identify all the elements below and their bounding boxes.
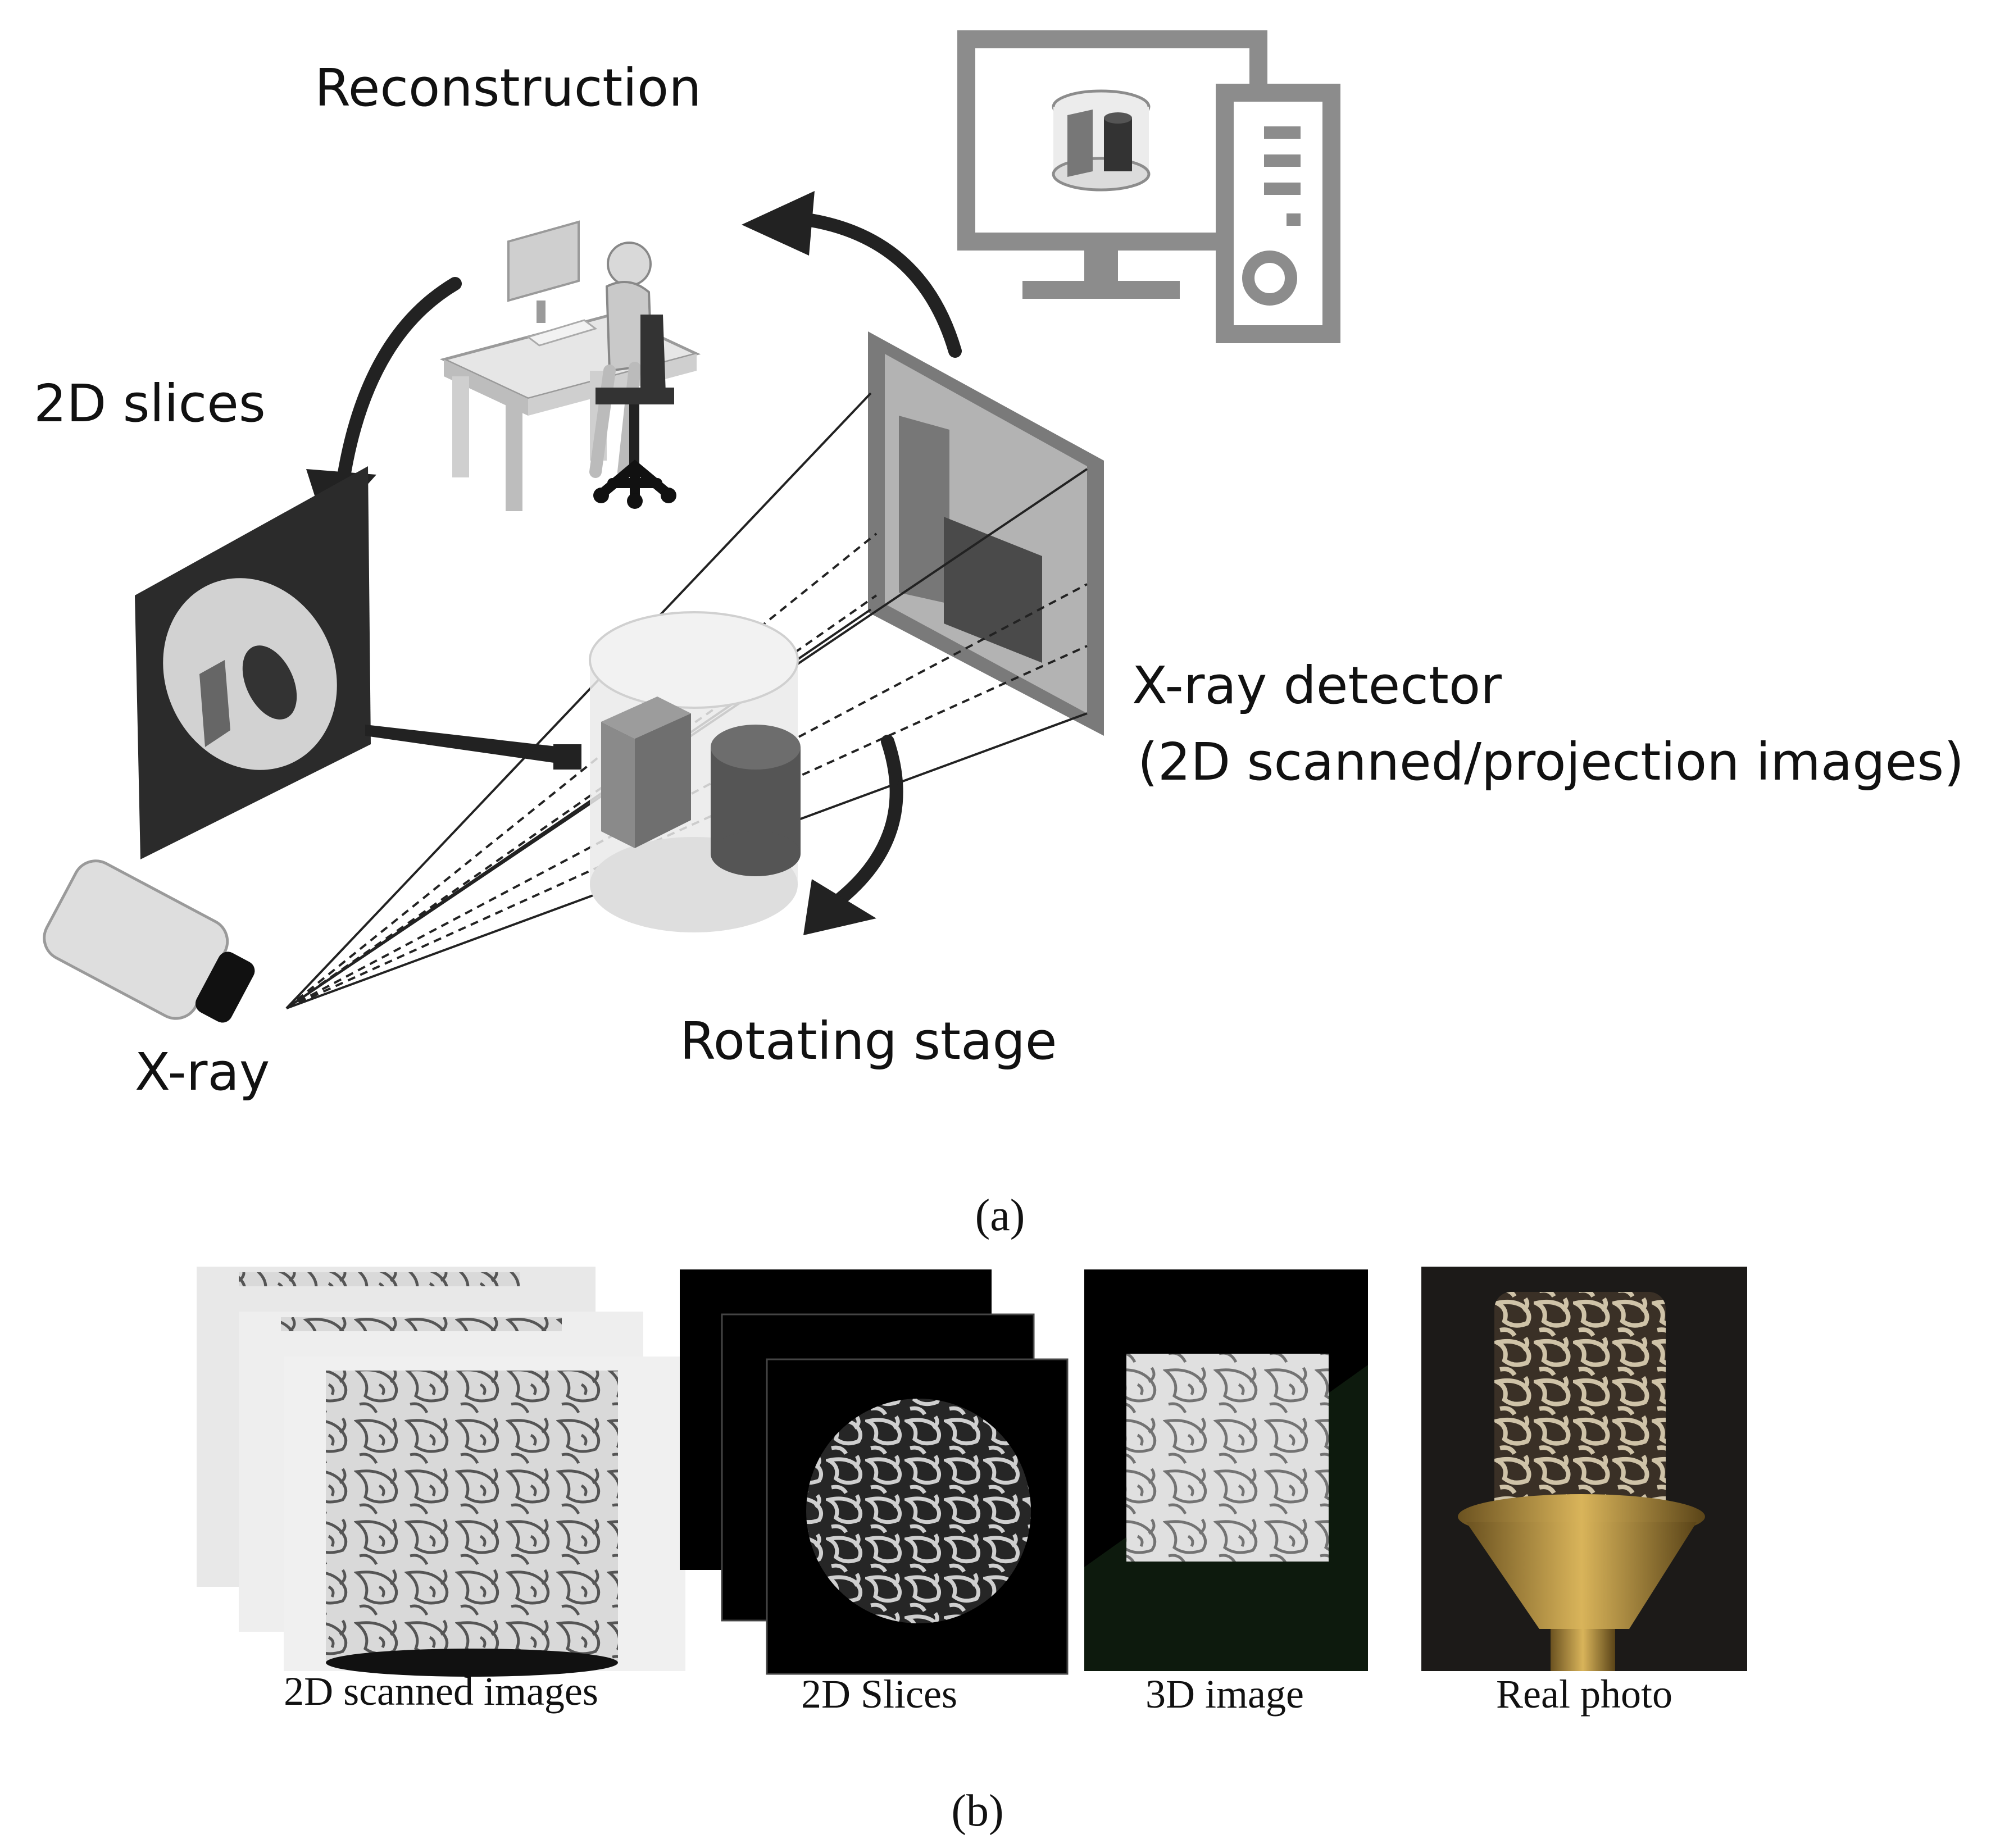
panel-real-photo — [1421, 1267, 1747, 1671]
figure-a: Reconstruction 2D slices X-ray detector … — [34, 30, 1964, 1240]
caption-3d-image: 3D image — [1145, 1672, 1304, 1717]
label-projection-images: (2D scanned/projection images) — [1138, 732, 1964, 792]
xray-source-icon — [43, 859, 255, 1023]
arrow-detector-to-reconstruction — [797, 212, 962, 358]
label-xray: X-ray — [135, 1042, 270, 1102]
label-reconstruction: Reconstruction — [315, 58, 702, 118]
panel-3d-image — [1084, 1269, 1368, 1671]
label-2d-slices: 2D slices — [34, 374, 266, 434]
panel-scanned-images — [197, 1267, 685, 1677]
workstation-icon — [439, 220, 701, 511]
figure-b: 2D scanned images 2D Slices 3D image Rea… — [197, 1267, 1747, 1836]
caption-real-photo: Real photo — [1496, 1672, 1672, 1717]
cycle-arrows — [336, 212, 962, 917]
label-rotating-stage: Rotating stage — [680, 1011, 1057, 1071]
panel-2d-slices — [680, 1269, 1069, 1675]
caption-b: (b) — [951, 1786, 1003, 1836]
computer-icon — [957, 30, 1340, 343]
caption-scanned-images: 2D scanned images — [284, 1669, 598, 1714]
label-xray-detector: X-ray detector — [1132, 656, 1502, 716]
xray-detector — [868, 331, 1104, 736]
caption-a: (a) — [975, 1191, 1025, 1240]
caption-2d-slices: 2D Slices — [801, 1672, 957, 1717]
sample-on-stage — [589, 611, 801, 932]
arrow-rotation — [819, 735, 903, 917]
arrow-to-slices — [336, 277, 462, 490]
slice-panel — [135, 466, 581, 859]
